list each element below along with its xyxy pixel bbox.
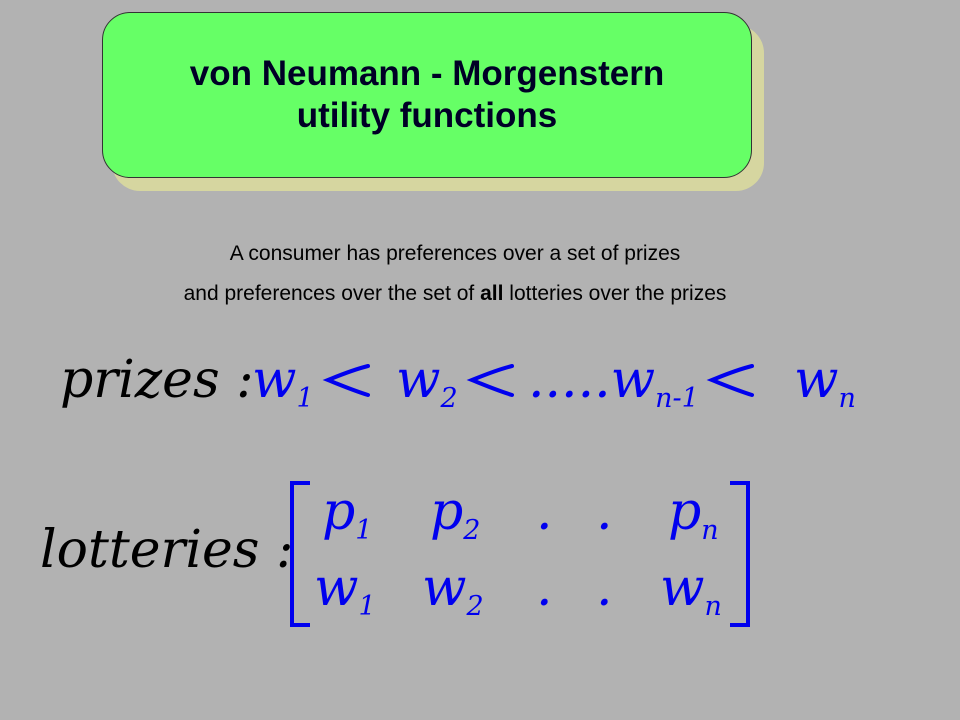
prize-w2: w2: [396, 350, 458, 414]
lottery-p1-sub: 1: [355, 515, 373, 546]
lottery-row2-dot-1: .: [536, 558, 553, 618]
lottery-p2-sub: 2: [463, 515, 481, 546]
prize-w1-sym: w: [252, 350, 297, 410]
prize-wn-1: .....wn-1: [528, 350, 699, 414]
intro-line-2-bold: all: [480, 282, 504, 305]
lottery-row1-dot-2: .: [596, 482, 613, 542]
lottery-w2-sym: w: [422, 558, 467, 618]
lottery-p2: p2: [430, 482, 480, 546]
lottery-wn: wn: [660, 558, 722, 622]
prize-wn-sym: w: [794, 350, 839, 410]
intro-line-2-pre: and preferences over the set of: [183, 282, 481, 305]
lottery-pn-sub: n: [701, 515, 719, 546]
intro-line-1: A consumer has preferences over a set of…: [229, 242, 681, 265]
lottery-p1: p1: [322, 482, 372, 546]
prize-wn: wn: [794, 350, 856, 414]
lotteries-label: lotteries :: [40, 520, 294, 580]
lottery-wn-sym: w: [660, 558, 705, 618]
strict-preference-icon: [706, 364, 754, 397]
right-bracket-icon: [730, 481, 750, 627]
left-bracket-icon: [290, 481, 310, 627]
lottery-w1-sub: 1: [358, 591, 376, 622]
prize-w1: w1: [252, 350, 314, 414]
intro-line-2: and preferences over the set of all lott…: [0, 282, 910, 306]
intro-line-2-post: lotteries over the prizes: [503, 282, 727, 305]
prize-w2-sub: 2: [440, 383, 458, 414]
lottery-wn-sub: n: [704, 591, 722, 622]
lottery-pn: pn: [668, 482, 719, 546]
lottery-w1-sym: w: [314, 558, 359, 618]
strict-preference-icon: [322, 364, 370, 397]
prize-wn-sub: n: [838, 383, 856, 414]
lottery-row1-dot-1: .: [536, 482, 553, 542]
title-box: von Neumann - Morgenstern utility functi…: [102, 12, 752, 178]
lottery-w1: w1: [314, 558, 376, 622]
prize-wn-1-sub: n-1: [655, 383, 699, 414]
prize-dots: .....: [528, 350, 611, 410]
lottery-pn-sym: p: [668, 482, 702, 542]
lottery-p1-sym: p: [322, 482, 356, 542]
lottery-p2-sym: p: [430, 482, 464, 542]
strict-preference-icon: [466, 364, 514, 397]
lottery-w2-sub: 2: [466, 591, 484, 622]
title-line-2: utility functions: [296, 96, 558, 135]
title-line-1: von Neumann - Morgenstern: [189, 54, 665, 93]
lottery-w2: w2: [422, 558, 484, 622]
prize-w1-sub: 1: [296, 383, 314, 414]
prize-w2-sym: w: [396, 350, 441, 410]
prizes-label: prizes :: [60, 350, 254, 410]
lottery-row2-dot-2: .: [596, 558, 613, 618]
prize-wn-1-sym: w: [610, 350, 656, 410]
